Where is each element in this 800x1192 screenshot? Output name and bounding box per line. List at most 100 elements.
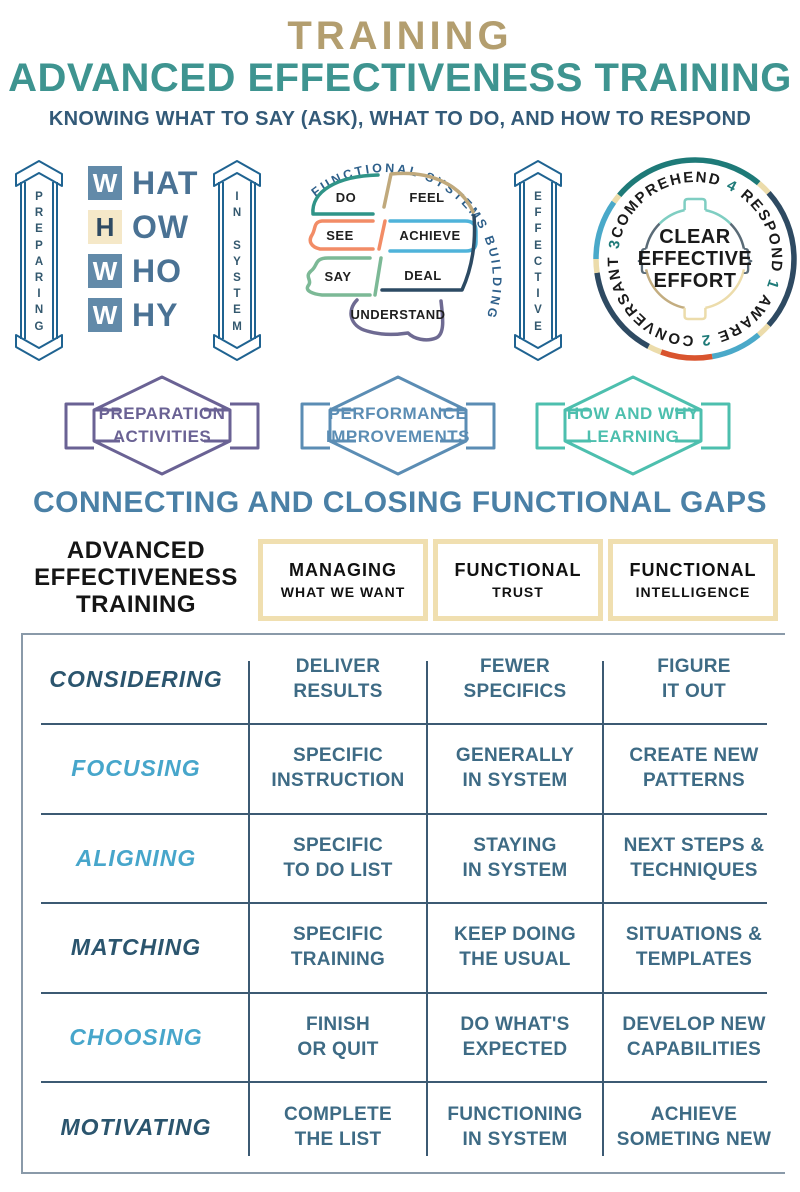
row-label: CHOOSING: [69, 1023, 203, 1050]
table-cell: DO WHAT'S EXPECTED: [460, 1013, 570, 1060]
table-divider: [602, 661, 604, 1156]
segment-deal-label: DEAL: [404, 268, 441, 283]
row-label: ALIGNING: [75, 844, 197, 871]
table-row-considering: CONSIDERING DELIVER RESULTS FEWER SPECIF…: [23, 635, 785, 724]
segment-say-label: SAY: [324, 269, 351, 284]
row-label: MATCHING: [70, 933, 202, 960]
table-cell: FEWER SPECIFICS: [463, 655, 567, 702]
segment-do-label: DO: [336, 190, 357, 205]
pillar-preparing-label: P R E P A R I N G: [34, 191, 44, 333]
segment-achieve-label: ACHIEVE: [399, 228, 460, 243]
matrix-row-header: ADVANCED EFFECTIVENESS TRAINING: [34, 537, 238, 618]
whww-word-hat: HAT: [132, 164, 199, 201]
table-cell: CREATE NEW PATTERNS: [629, 744, 759, 791]
banner-performance-improvements: PERFORMANCE IMPROVEMENTS: [298, 373, 498, 478]
column-header-line2: TRUST: [492, 584, 544, 600]
banner-label: PERFORMANCE IMPROVEMENTS: [326, 404, 470, 446]
hex-banner-icon: [300, 375, 496, 476]
banner-preparation-activities: PREPARATION ACTIVITIES: [62, 373, 262, 478]
table-row-divider: [41, 723, 767, 725]
table-cell: NEXT STEPS & TECHNIQUES: [623, 834, 765, 881]
segment-deal-outline: [380, 214, 477, 292]
whww-word-ho: HO: [132, 252, 182, 289]
table-cell: DEVELOP NEW CAPABILITIES: [622, 1013, 766, 1060]
row-label: MOTIVATING: [60, 1113, 212, 1140]
table-row-divider: [41, 992, 767, 994]
table-cell: STAYING IN SYSTEM: [462, 834, 568, 881]
letter-tile-w3: W: [88, 298, 122, 332]
ribbon-banner-icon: [514, 160, 562, 361]
row-label: FOCUSING: [71, 754, 201, 781]
letter-tile-h: H: [88, 210, 122, 244]
clear-effective-effort-badge: COMPREHEND 4 RESPOND 1 AWARE 2 CONVERSAN…: [593, 157, 797, 361]
whww-list: W HAT H OW W HO W HY: [88, 164, 199, 333]
segment-say-outline: [305, 256, 383, 297]
table-row-divider: [41, 813, 767, 815]
segment-understand-outline: [349, 298, 445, 342]
table-row-choosing: CHOOSING FINISH OR QUIT DO WHAT'S EXPECT…: [23, 993, 785, 1082]
pillar-effective: E F F E C T I V E: [512, 158, 564, 363]
column-header-line1: FUNCTIONAL: [454, 560, 582, 580]
table-row-matching: MATCHING SPECIFIC TRAINING KEEP DOING TH…: [23, 903, 785, 992]
pillar-in-system-label: I N S Y S T E M: [232, 191, 242, 333]
column-header-line1: FUNCTIONAL: [629, 560, 757, 580]
table-cell: ACHIEVE SOMETING NEW: [616, 1103, 772, 1150]
column-header-line2: WHAT WE WANT: [280, 584, 406, 600]
ribbon-banner-icon: [213, 160, 261, 361]
right-brace-glyph: }: [743, 243, 752, 274]
hex-banner-icon: [64, 375, 260, 476]
banner-how-and-why-learning: HOW AND WHY LEARNING: [533, 373, 733, 478]
whww-row-how: H OW: [88, 208, 198, 245]
kicker-title: TRAINING: [287, 14, 513, 58]
segment-do-outline: [311, 173, 380, 216]
functional-systems-head-diagram: FUNCTIONAL SYSTEMS BUILDING DO FEEL SEE …: [305, 161, 501, 342]
column-header-line1: MANAGING: [289, 560, 397, 580]
table-cell: FIGURE IT OUT: [657, 655, 731, 702]
banner-label: PREPARATION ACTIVITIES: [98, 404, 226, 446]
whww-word-ow: OW: [132, 208, 190, 245]
column-header-functional-trust: FUNCTIONAL TRUST: [433, 539, 603, 621]
ribbon-banner-icon: [15, 160, 63, 361]
column-header-line2: INTELLIGENCE: [635, 584, 751, 600]
badge-outer-ring: [593, 157, 797, 361]
table-cell: SPECIFIC TRAINING: [290, 923, 386, 970]
table-cell: GENERALLY IN SYSTEM: [455, 744, 575, 791]
badge-gear-ring: [644, 197, 746, 321]
section-title: CONNECTING AND CLOSING FUNCTIONAL GAPS: [32, 486, 767, 519]
segment-see-label: SEE: [326, 228, 354, 243]
table-row-divider: [41, 902, 767, 904]
row-label: CONSIDERING: [49, 665, 223, 692]
table-row-motivating: MOTIVATING COMPLETE THE LIST FUNCTIONING…: [23, 1083, 785, 1172]
page-subtitle: KNOWING WHAT TO SAY (ASK), WHAT TO DO, A…: [48, 108, 752, 130]
table-divider: [248, 661, 250, 1156]
letter-tile-w1: W: [88, 166, 122, 200]
whww-row-why: W HY: [88, 296, 198, 333]
segment-feel-label: FEEL: [409, 190, 444, 205]
table-cell: SPECIFIC TO DO LIST: [283, 834, 393, 881]
table-cell: FUNCTIONING IN SYSTEM: [447, 1103, 583, 1150]
table-cell: FINISH OR QUIT: [297, 1013, 379, 1060]
segment-see-outline: [308, 219, 387, 251]
table-cell: SPECIFIC INSTRUCTION: [271, 744, 405, 791]
table-row-aligning: ALIGNING SPECIFIC TO DO LIST STAYING IN …: [23, 814, 785, 903]
segment-understand-label: UNDERSTAND: [350, 307, 445, 322]
table-divider: [426, 661, 428, 1156]
table-row-focusing: FOCUSING SPECIFIC INSTRUCTION GENERALLY …: [23, 724, 785, 813]
column-header-functional-intelligence: FUNCTIONAL INTELLIGENCE: [608, 539, 778, 621]
whww-word-hy: HY: [132, 296, 179, 333]
banner-label: HOW AND WHY LEARNING: [566, 404, 700, 446]
pillar-in-system: I N S Y S T E M: [211, 158, 263, 363]
table-row-divider: [41, 1081, 767, 1083]
pillar-preparing: P R E P A R I N G: [13, 158, 65, 363]
badge-center-line1: CLEAR: [659, 226, 730, 248]
functional-gaps-table: CONSIDERING DELIVER RESULTS FEWER SPECIF…: [21, 633, 785, 1174]
pillar-effective-label: E F F E C T I V E: [533, 191, 543, 333]
table-cell: SITUATIONS & TEMPLATES: [625, 923, 763, 970]
table-cell: COMPLETE THE LIST: [284, 1103, 392, 1150]
whww-row-who: W HO: [88, 252, 198, 289]
left-brace-glyph: {: [637, 243, 646, 274]
column-header-managing: MANAGING WHAT WE WANT: [258, 539, 428, 621]
badge-center-line2: EFFECTIVE: [638, 248, 753, 270]
page-title: ADVANCED EFFECTIVENESS TRAINING: [8, 56, 792, 100]
